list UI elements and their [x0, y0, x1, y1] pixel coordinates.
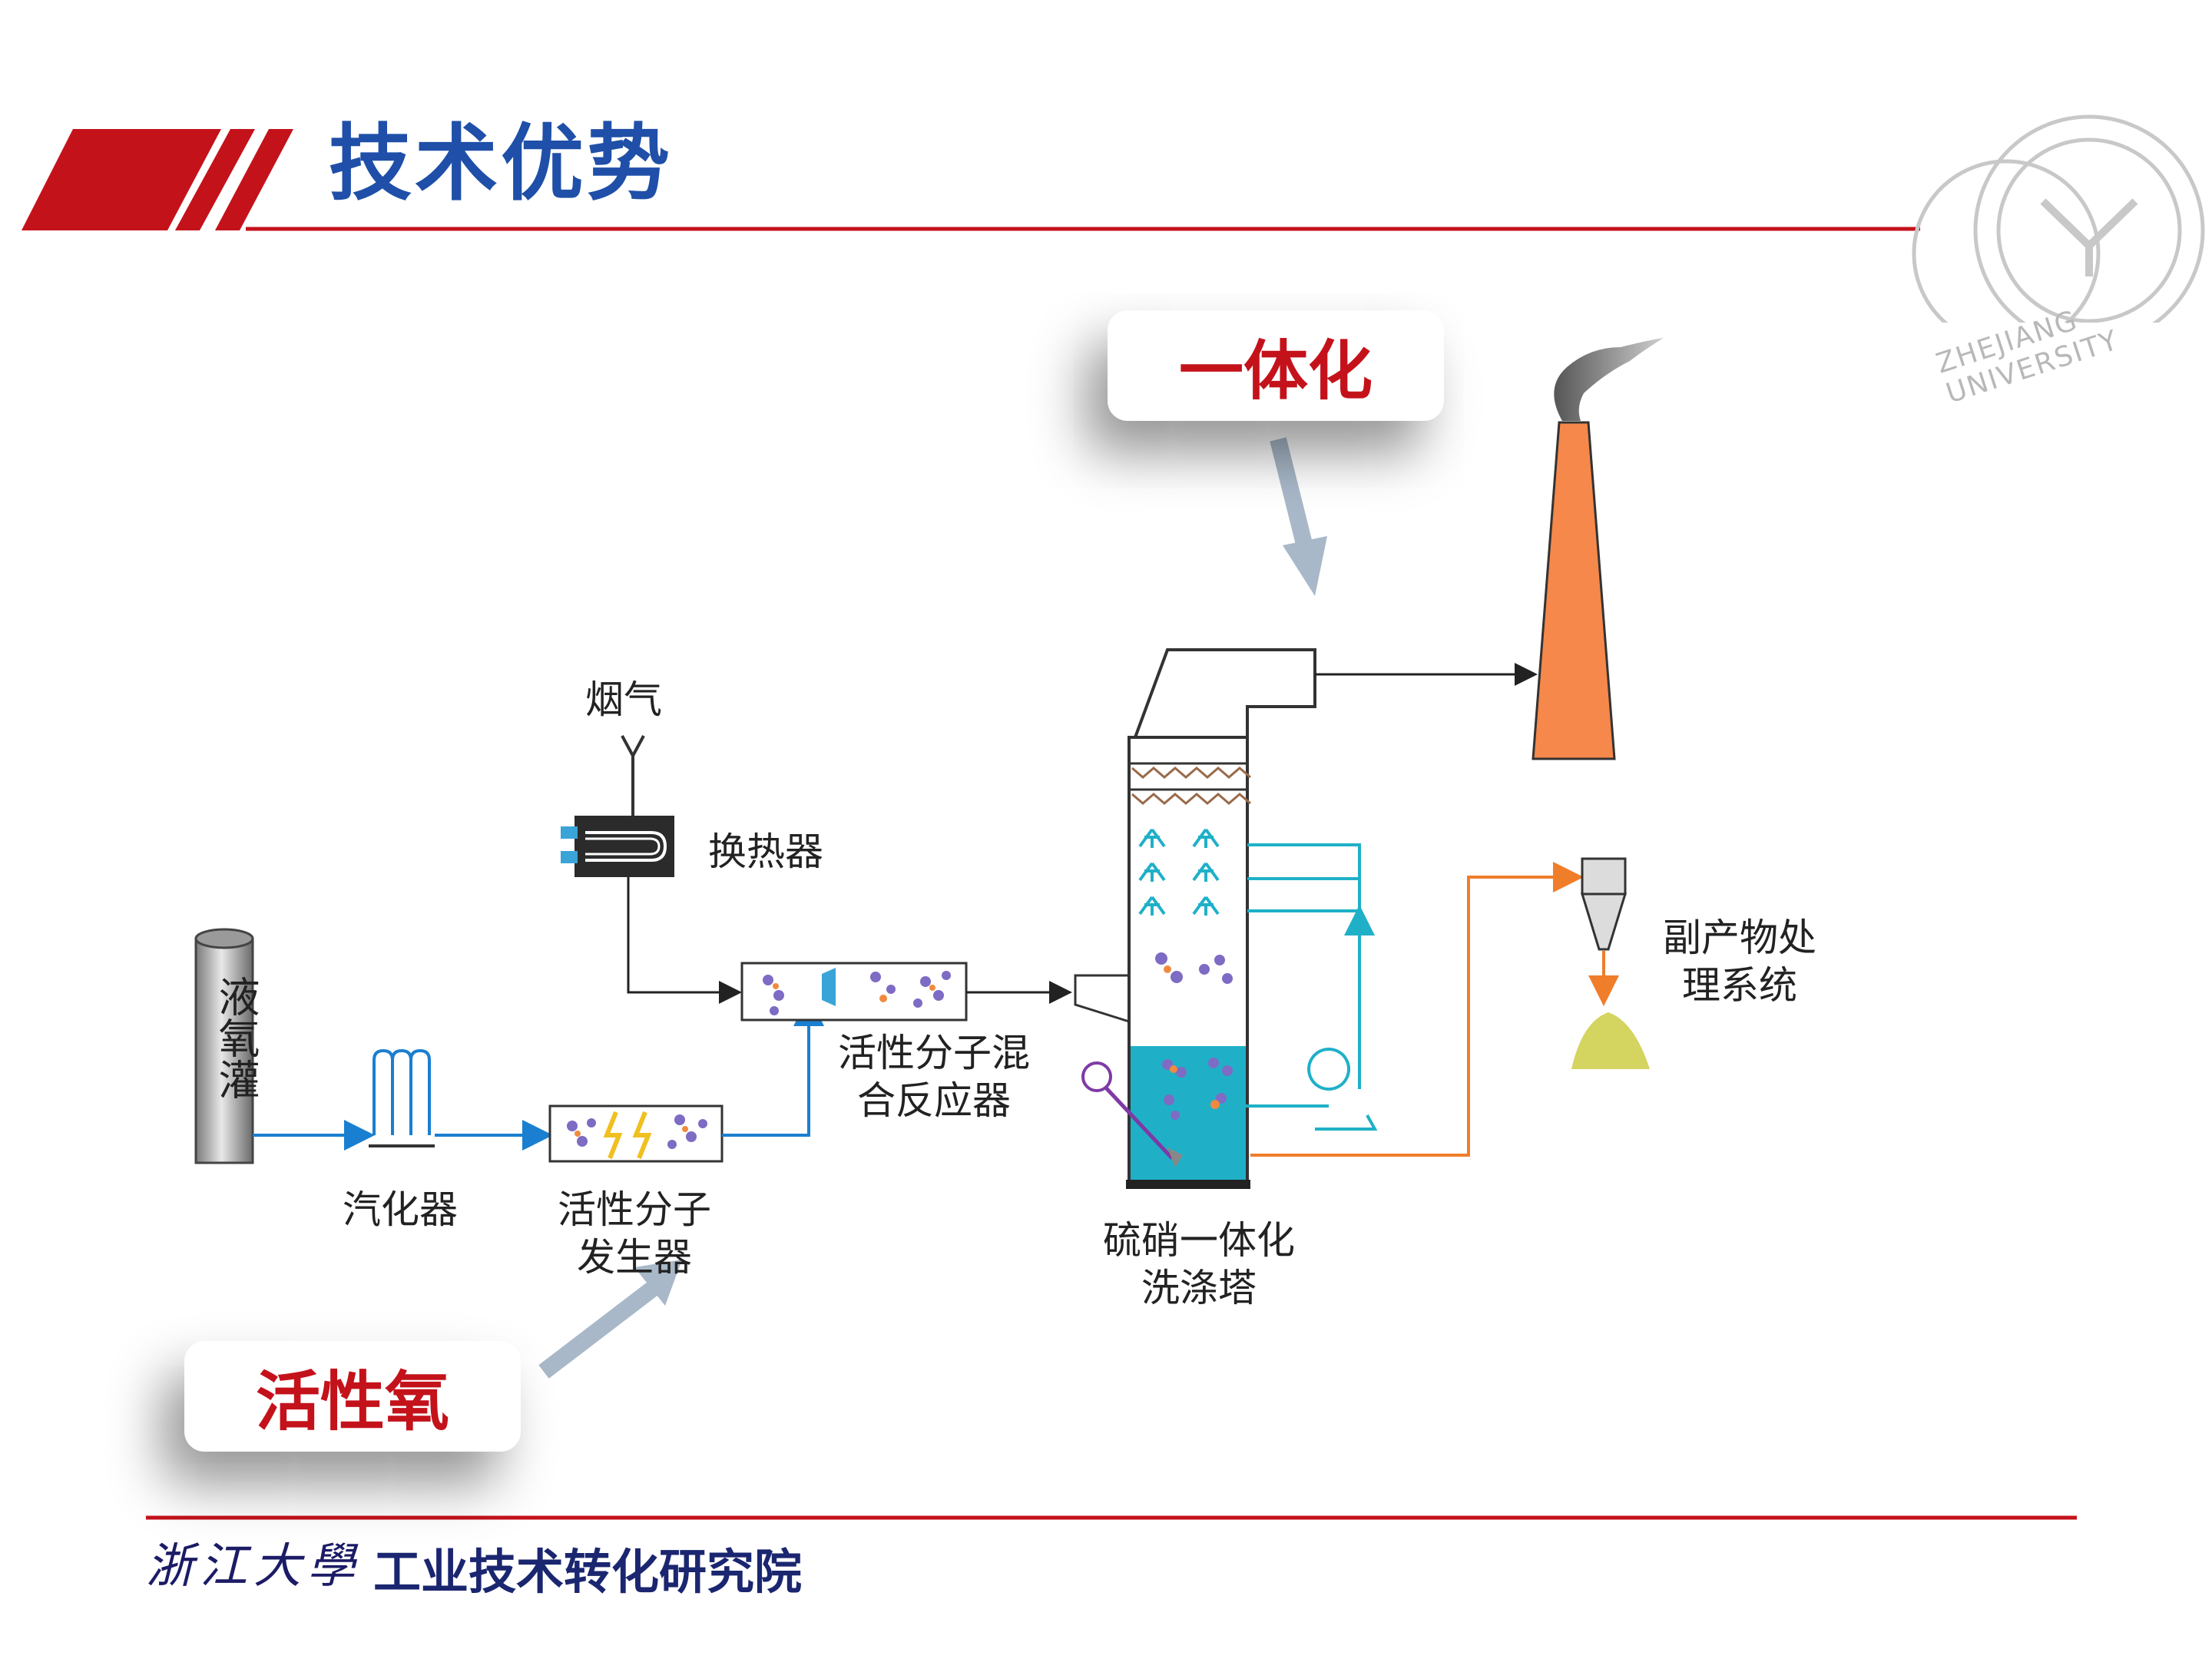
institute-name: 工业技术转化研究院 [373, 1544, 803, 1600]
header-slash-1 [175, 129, 255, 230]
heat-exchanger [561, 816, 674, 877]
byproduct-pile [1571, 1012, 1650, 1069]
label-scrubber-tower: 硫硝一体化 洗涤塔 [1088, 1217, 1310, 1312]
active-molecule-generator [548, 1104, 724, 1163]
flow-exchanger-to-reactor [627, 877, 742, 1004]
label-byproduct-system: 副产物处 理系统 [1636, 914, 1843, 1009]
scrubber-tower [1081, 648, 1316, 1189]
page-title: 技术优势 [329, 116, 674, 212]
callout-arrow-top [1270, 437, 1327, 596]
label-mixing-reactor: 活性分子混 合反应器 [819, 1029, 1049, 1124]
label-byproduct-system-line1: 副产物处 [1663, 916, 1816, 960]
flue-gas-inlet-icon [621, 735, 645, 774]
university-seal [1912, 114, 2205, 323]
university-logo: 浙江大學 [146, 1538, 362, 1594]
header-band [22, 114, 2205, 323]
label-generator-line1: 活性分子 [558, 1187, 711, 1232]
liquid-oxygen-tank [194, 928, 254, 1164]
label-liquid-oxygen-tank: 液氧灌 [211, 975, 260, 1100]
vaporizer [369, 1048, 435, 1147]
label-scrubber-tower-line2: 洗涤塔 [1141, 1266, 1257, 1310]
callout-integration: 一体化 [1108, 310, 1444, 421]
label-mixing-reactor-line2: 合反应器 [857, 1078, 1011, 1123]
cyclone-separator [1580, 857, 1628, 951]
label-byproduct-system-line2: 理系统 [1682, 963, 1797, 1008]
callout-active-oxygen: 活性氧 [184, 1341, 521, 1452]
chimney [1532, 338, 1664, 760]
flow-tower-to-byproduct [1250, 862, 1584, 1157]
label-mixing-reactor-line1: 活性分子混 [838, 1031, 1030, 1075]
label-vaporizer: 汽化器 [343, 1187, 458, 1232]
label-flue-gas: 烟气 [585, 677, 662, 722]
tower-inlet-duct [1074, 974, 1131, 1024]
label-scrubber-tower-line1: 硫硝一体化 [1103, 1218, 1295, 1263]
label-generator-line2: 发生器 [577, 1235, 692, 1280]
spray-nozzles [1138, 828, 1220, 916]
header-red-bar [22, 129, 221, 230]
flow-generator-to-reactor [722, 995, 824, 1137]
recirculation-loop [1246, 843, 1378, 1131]
header-slash-2 [215, 129, 293, 230]
label-heat-exchanger: 换热器 [708, 830, 823, 874]
label-generator: 活性分子 发生器 [535, 1186, 734, 1281]
callout-arrow-bottom [538, 1260, 682, 1379]
mixing-reactor [740, 962, 968, 1022]
